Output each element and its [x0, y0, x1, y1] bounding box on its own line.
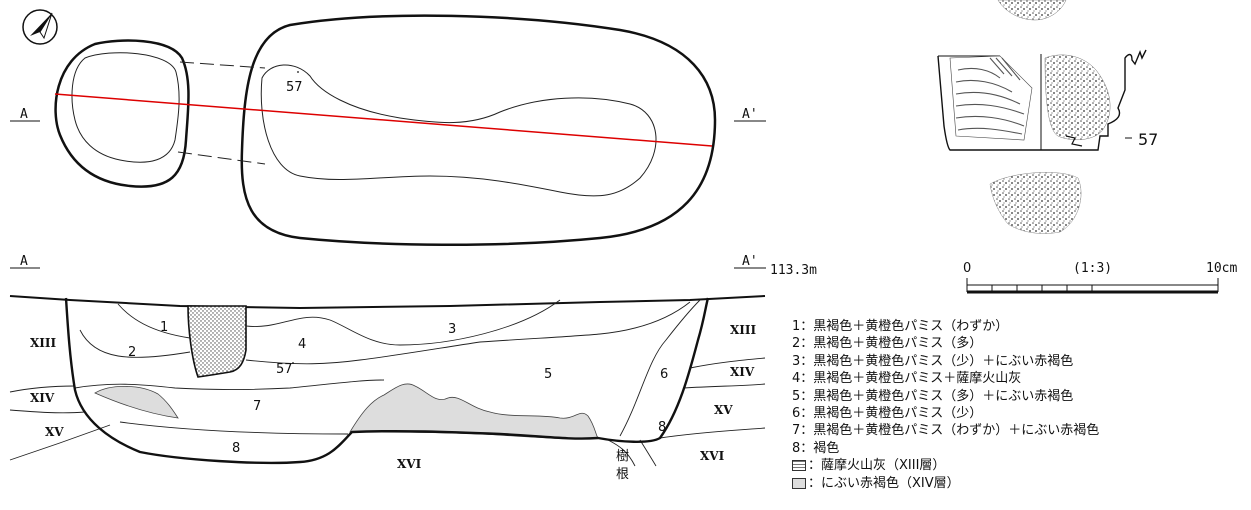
north-arrow-icon	[22, 9, 58, 45]
layer-number: 8	[658, 420, 666, 435]
section-elevation: 113.3m	[770, 263, 817, 278]
stratum-label: XVI	[397, 457, 422, 471]
legend-item-text: 3：黒褐色＋黄橙色パミス（少）＋にぶい赤褐色	[792, 353, 1074, 369]
legend-item-text: 2：黒褐色＋黄橙色パミス（多）	[792, 336, 983, 352]
scale-zero: 0	[963, 261, 971, 276]
scale-max: 10cm	[1206, 261, 1237, 276]
root-label: 根	[616, 467, 629, 482]
stratum-label: XV	[45, 425, 64, 439]
layer-legend: 1：黒褐色＋黄橙色パミス（わずか） 2：黒褐色＋黄橙色パミス（多） 3：黒褐色＋…	[792, 318, 1099, 492]
layer-number: 5	[544, 367, 552, 382]
section-label-a: A	[20, 254, 28, 269]
legend-item-text: 8：褐色	[792, 440, 840, 456]
scale-ratio: (1:3)	[1073, 261, 1112, 276]
legend-item-text: 1：黒褐色＋黄橙色パミス（わずか）	[792, 319, 1009, 334]
stratum-label: XIV	[30, 391, 55, 405]
legend-item-text: 4：黒褐色＋黄橙色パミス＋薩摩火山灰	[792, 371, 1022, 387]
layer-number: 8	[232, 441, 240, 456]
stratum-label: XIII	[730, 323, 757, 337]
hatched-swatch	[792, 460, 806, 472]
artifact-number: 57	[1138, 130, 1158, 149]
section-label-a-prime: A'	[742, 254, 758, 269]
legend-hatched-text: ：薩摩火山灰（XIII層）	[808, 458, 946, 474]
legend-item-text: 5：黒褐色＋黄橙色パミス（多）＋にぶい赤褐色	[792, 388, 1074, 404]
legend-item: 6：黒褐色＋黄橙色パミス（少）	[792, 405, 1099, 422]
root-label: 樹	[616, 449, 629, 464]
layer-number: 1	[160, 320, 168, 335]
plan-artifact-number: 57	[286, 80, 303, 95]
plan-view	[10, 14, 766, 246]
plan-label-a: A	[20, 107, 28, 122]
legend-item: 2：黒褐色＋黄橙色パミス（多）	[792, 335, 1099, 352]
layer-number: 3	[448, 322, 456, 337]
layer-number: 4	[298, 337, 306, 352]
legend-hatched: ：薩摩火山灰（XIII層）	[792, 457, 1099, 474]
gray-swatch	[792, 477, 806, 489]
layer-number: 2	[128, 345, 136, 360]
layer-number: 7	[253, 399, 261, 414]
plan-label-a-prime: A'	[742, 107, 758, 122]
section-view	[9, 267, 766, 467]
legend-item: 4：黒褐色＋黄橙色パミス＋薩摩火山灰	[792, 370, 1099, 387]
legend-item-text: 7：黒褐色＋黄橙色パミス（わずか）＋にぶい赤褐色	[792, 423, 1100, 439]
stratum-label: XIII	[30, 336, 57, 350]
legend-item-text: 6：黒褐色＋黄橙色パミス（少）	[792, 406, 983, 422]
legend-item: 7：黒褐色＋黄橙色パミス（わずか）＋にぶい赤褐色	[792, 422, 1099, 439]
scale-bar	[966, 278, 1219, 294]
pottery-artifact-drawing	[937, 0, 1147, 234]
stratum-label: XVI	[700, 449, 725, 463]
legend-item: 3：黒褐色＋黄橙色パミス（少）＋にぶい赤褐色	[792, 353, 1099, 370]
stratum-label: XIV	[730, 365, 755, 379]
legend-gray-text: ：にぶい赤褐色（XIV層）	[808, 475, 960, 491]
legend-gray: ：にぶい赤褐色（XIV層）	[792, 475, 1099, 492]
section-artifact-number: 57	[276, 362, 293, 377]
legend-item: 8：褐色	[792, 440, 1099, 457]
legend-item: 1：黒褐色＋黄橙色パミス（わずか）	[792, 318, 1099, 335]
stratum-label: XV	[714, 403, 733, 417]
legend-item: 5：黒褐色＋黄橙色パミス（多）＋にぶい赤褐色	[792, 388, 1099, 405]
layer-number: 6	[660, 367, 668, 382]
